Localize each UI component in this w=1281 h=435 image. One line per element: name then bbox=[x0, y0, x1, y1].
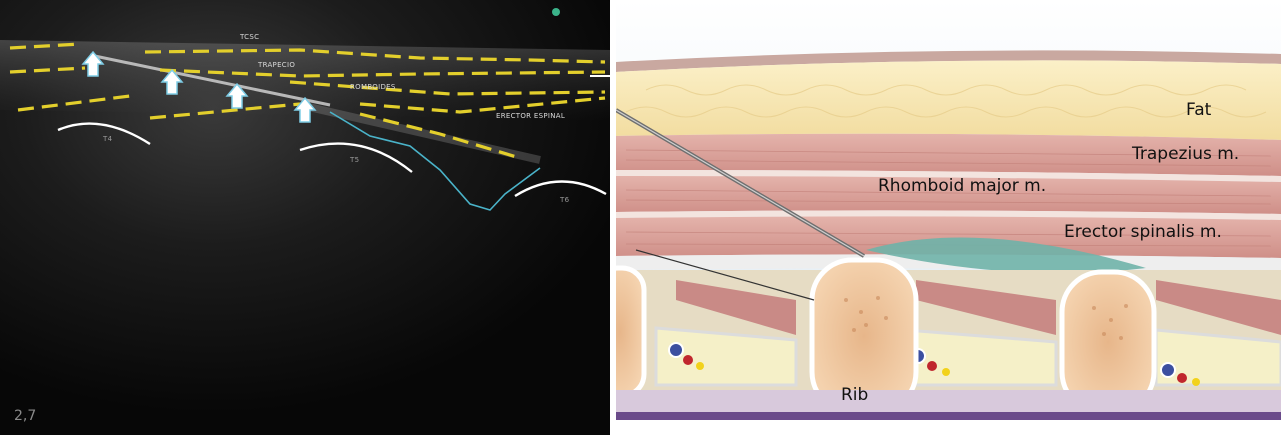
vein-icon bbox=[669, 343, 683, 357]
ultrasound-image: TCSC TRAPECIO ROMBOIDES ERECTOR ESPINAL … bbox=[0, 0, 610, 435]
vein-icon bbox=[1161, 363, 1175, 377]
label-erector-spinalis: Erector spinalis m. bbox=[1064, 222, 1222, 242]
fat-layer bbox=[616, 60, 1281, 140]
pleura-layer bbox=[616, 390, 1281, 412]
label-t6: T6 bbox=[560, 196, 569, 204]
label-trapecio: TRAPECIO bbox=[258, 61, 295, 69]
label-rhomboid-major: Rhomboid major m. bbox=[878, 176, 1046, 196]
artery-icon bbox=[683, 355, 693, 365]
nerve-icon bbox=[1192, 378, 1200, 386]
label-t4: T4 bbox=[103, 135, 112, 143]
label-romboides: ROMBOIDES bbox=[350, 83, 396, 91]
bottom-space bbox=[616, 420, 1281, 435]
label-fat: Fat bbox=[1186, 100, 1211, 120]
artery-icon bbox=[927, 361, 937, 371]
nerve-icon bbox=[942, 368, 950, 376]
fat-compartments bbox=[656, 328, 1281, 385]
anatomy-illustration: Fat Trapezius m. Rhomboid major m. Erect… bbox=[616, 0, 1281, 435]
pleura-line bbox=[616, 412, 1281, 420]
orientation-marker bbox=[552, 8, 560, 16]
depth-readout: 2,7 bbox=[14, 408, 36, 424]
label-erector-espinal: ERECTOR ESPINAL bbox=[496, 112, 565, 120]
ultrasound-drawing bbox=[0, 0, 610, 435]
nerve-icon bbox=[696, 362, 704, 370]
label-trapezius: Trapezius m. bbox=[1132, 144, 1239, 164]
rib bbox=[616, 268, 644, 396]
artery-icon bbox=[1177, 373, 1187, 383]
label-rib: Rib bbox=[841, 385, 868, 405]
label-tcsc: TCSC bbox=[240, 33, 259, 41]
anatomy-drawing bbox=[616, 0, 1281, 435]
label-t5: T5 bbox=[350, 156, 359, 164]
